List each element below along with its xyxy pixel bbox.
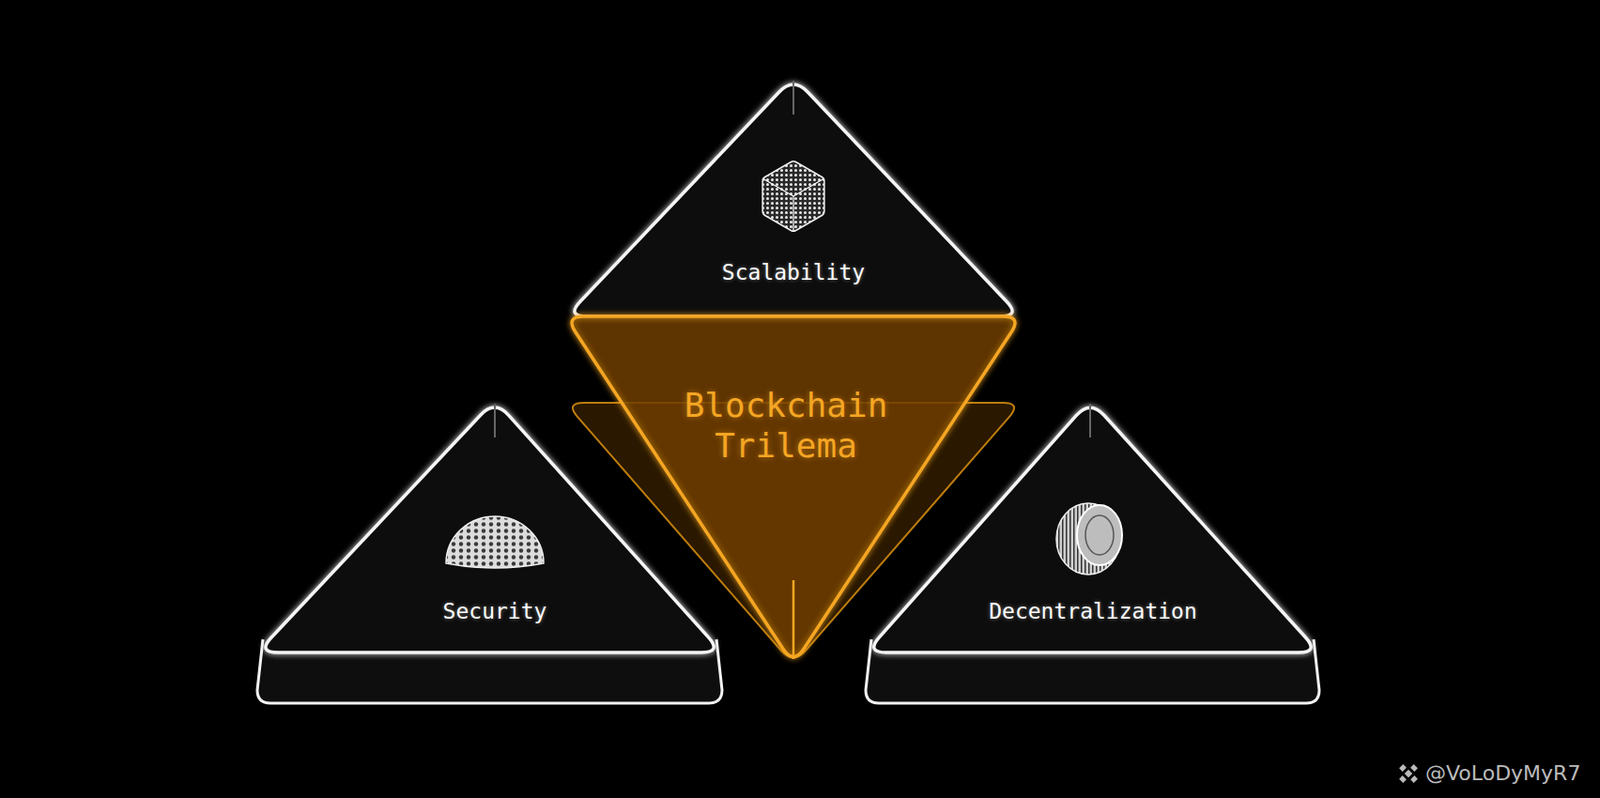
- triangle-outline: [553, 65, 1033, 329]
- triangle-face: [574, 84, 1013, 317]
- corner-label: Scalability: [722, 260, 865, 287]
- triangle-outline: [246, 388, 735, 718]
- binance-logo: [1395, 760, 1422, 787]
- corner-label: Security: [443, 599, 548, 626]
- corner-label: Decentralization: [988, 599, 1198, 626]
- cube-icon: [762, 161, 825, 232]
- triangle-edge: [1089, 403, 1092, 438]
- triangle-outline: [854, 388, 1343, 718]
- scalability-triangle: Scalability: [553, 65, 1033, 329]
- triangle-edge: [493, 403, 496, 438]
- triangle-face: [874, 407, 1311, 653]
- triangle-face: [265, 407, 714, 653]
- dome-icon: [446, 516, 544, 569]
- prism-edge: [792, 580, 796, 660]
- center-title: Blockchain Trilema: [663, 384, 908, 466]
- decentralization-triangle: Decentralization: [854, 388, 1343, 718]
- watermark: @VoLoDyMyR7: [1425, 760, 1581, 787]
- triangle-edge: [792, 80, 795, 115]
- security-triangle: Security: [246, 388, 735, 718]
- coin-icon: [1056, 503, 1123, 575]
